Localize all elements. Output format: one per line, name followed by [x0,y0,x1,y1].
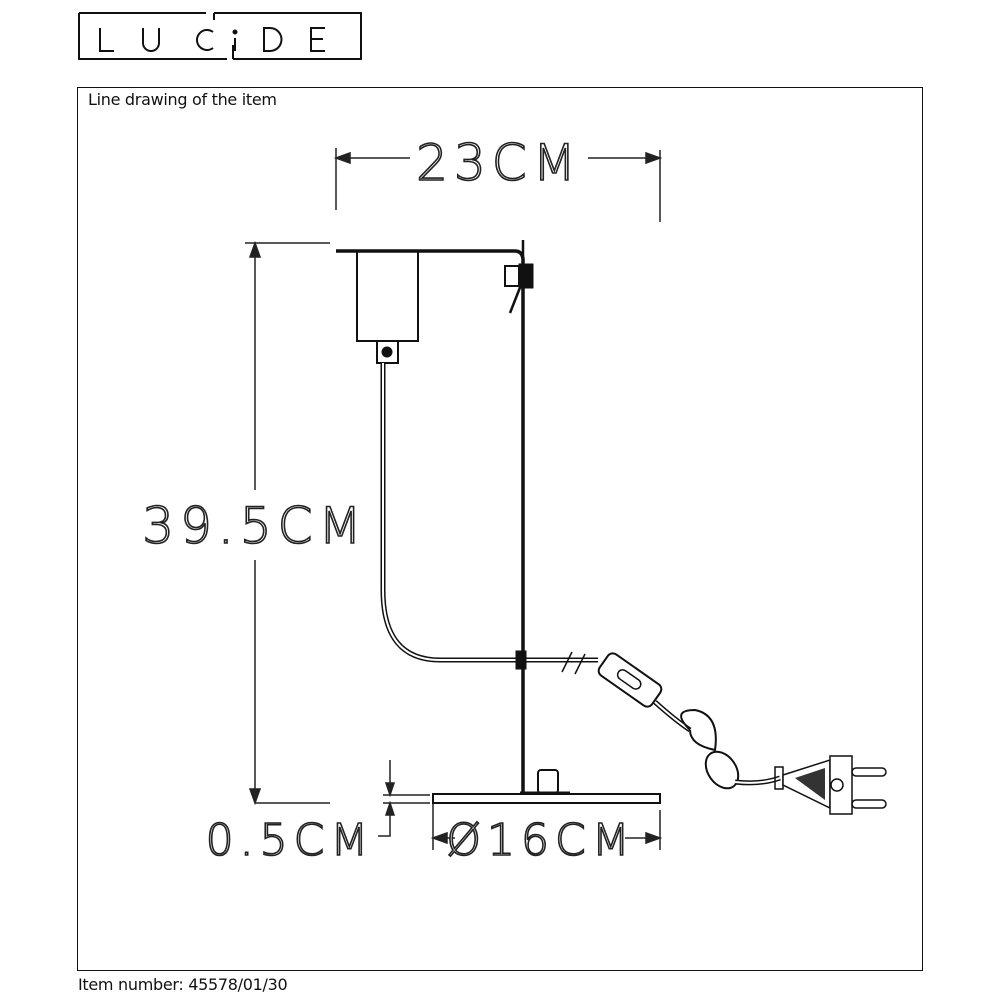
height-label: 39.5CM [142,497,367,555]
width-label: 23CM [416,134,582,192]
drawing-frame [77,87,923,971]
lamp [336,240,887,815]
lucide-logo [78,12,362,60]
item-number: Item number: 45578/01/30 [78,975,288,994]
base-thickness-label: 0.5CM [206,815,375,866]
dimension-lines [245,148,663,850]
drawing-caption: Line drawing of the item [88,90,277,109]
base-diameter-label: Ø16CM [446,815,635,866]
